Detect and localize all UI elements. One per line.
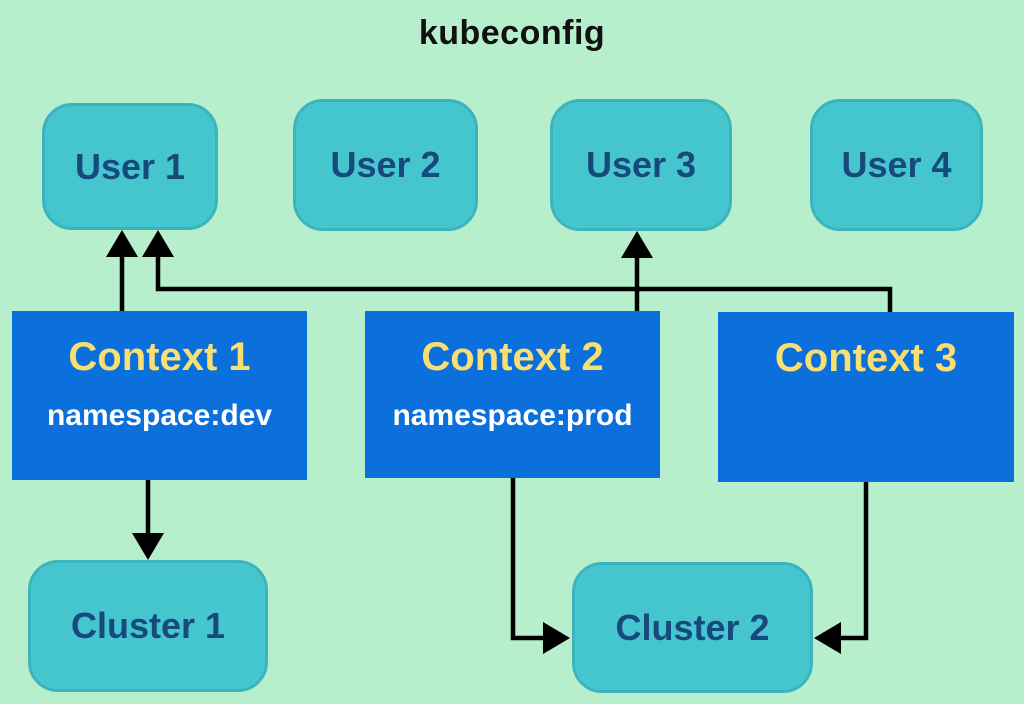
- context-1-namespace: namespace:dev: [46, 399, 273, 432]
- context-1-label: Context 1: [68, 335, 251, 379]
- user-1-label: User 1: [74, 145, 186, 187]
- node-cluster-2: Cluster 2: [572, 562, 813, 693]
- node-cluster-1: Cluster 1: [28, 560, 268, 692]
- arrowhead-context1-user1: [106, 230, 138, 257]
- edge-context3-user1: [155, 255, 893, 312]
- user-3-label: User 3: [585, 144, 697, 185]
- arrowhead-context2-cluster2: [543, 622, 570, 654]
- node-user-4: User 4: [810, 99, 983, 231]
- cluster-2-label: Cluster 2: [615, 606, 770, 648]
- node-context-3: Context 3: [718, 312, 1014, 482]
- cluster-1-label: Cluster 1: [70, 605, 226, 646]
- arrowhead-context3-cluster2: [814, 622, 841, 654]
- edge-context2-cluster2: [510, 478, 545, 641]
- node-user-2: User 2: [293, 99, 478, 231]
- node-user-3: User 3: [550, 99, 732, 231]
- arrowhead-context1-cluster1: [132, 533, 164, 560]
- context-2-label: Context 2: [421, 335, 604, 379]
- arrowhead-context3-user1: [142, 230, 174, 257]
- user-2-label: User 2: [330, 144, 441, 185]
- arrowhead-context2-user3: [621, 231, 653, 258]
- user-4-label: User 4: [841, 144, 952, 185]
- node-context-1: Context 1 namespace:dev: [12, 311, 307, 480]
- node-user-1: User 1: [42, 103, 218, 230]
- context-3-label: Context 3: [774, 336, 958, 380]
- node-context-2: Context 2 namespace:prod: [365, 311, 660, 478]
- edge-context3-cluster2: [840, 482, 869, 641]
- context-2-namespace: namespace:prod: [392, 399, 633, 432]
- diagram-title: kubeconfig: [418, 14, 606, 52]
